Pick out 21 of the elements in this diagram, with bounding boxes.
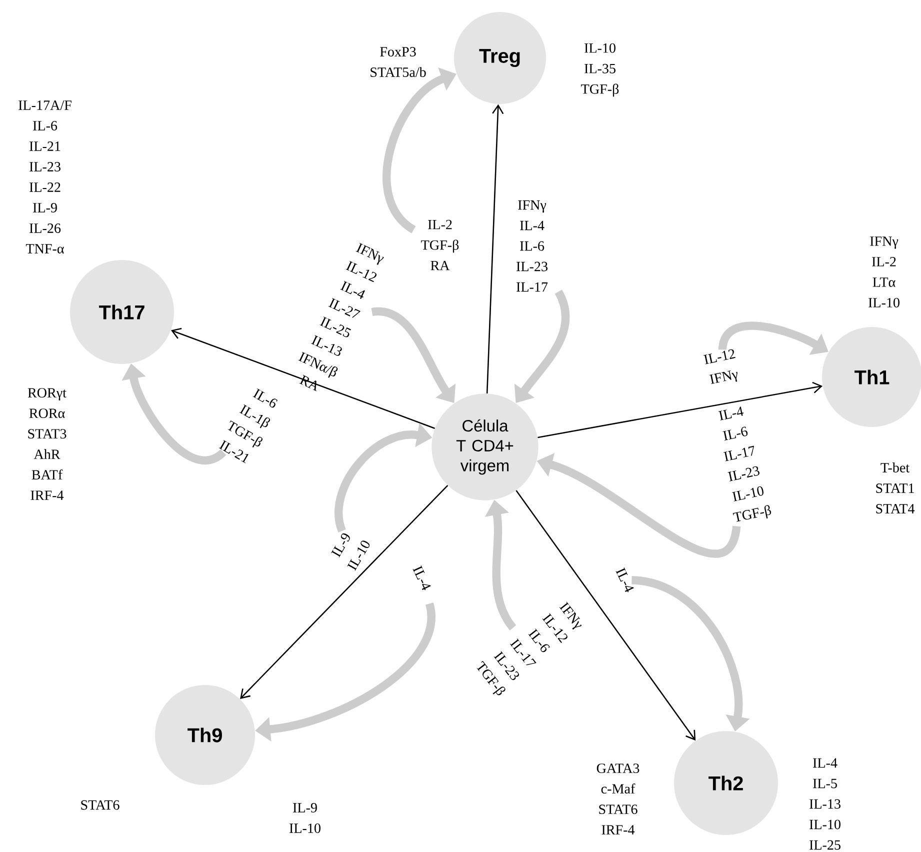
marker-list: GATA3 c-Maf STAT6 IRF-4 <box>596 764 640 834</box>
marker-list: IL-9 IL-10 <box>290 803 320 833</box>
cytokine-list: IL-4 <box>616 567 634 592</box>
marker-list: IL-17A/F IL-6 IL-21 IL-23 IL-22 IL-9 IL-26 TNF-α <box>18 100 72 254</box>
marker-list: IL-10 IL-35 TGF-β <box>581 43 619 97</box>
cytokine-list: IL-2 TGF-β RA <box>421 220 459 270</box>
cytokine-list: IL-12 IFNγ <box>703 349 738 384</box>
arrow <box>170 328 436 429</box>
marker-list: IFNγ IL-2 LTα IL-10 <box>868 236 900 308</box>
cytokine-list: IFNγ IL-4 IL-6 IL-23 IL-17 <box>516 200 548 292</box>
arrow <box>516 490 696 741</box>
cytokine-list: IL-4 IL-6 IL-17 IL-23 IL-10 TGF-β <box>718 406 772 522</box>
marker-list: FoxP3 STAT5a/b <box>370 47 426 77</box>
marker-list: STAT6 <box>81 800 120 810</box>
arrow <box>240 484 448 699</box>
marker-list: RORγt RORα STAT3 AhR BATf IRF-4 <box>28 388 66 500</box>
marker-list: T-bet STAT1 STAT4 <box>876 462 915 514</box>
marker-list: IL-4 IL-5 IL-13 IL-10 IL-25 <box>810 758 840 850</box>
arrow <box>538 382 823 438</box>
cytokine-list: IL-4 <box>412 565 431 590</box>
arrow <box>486 104 504 394</box>
